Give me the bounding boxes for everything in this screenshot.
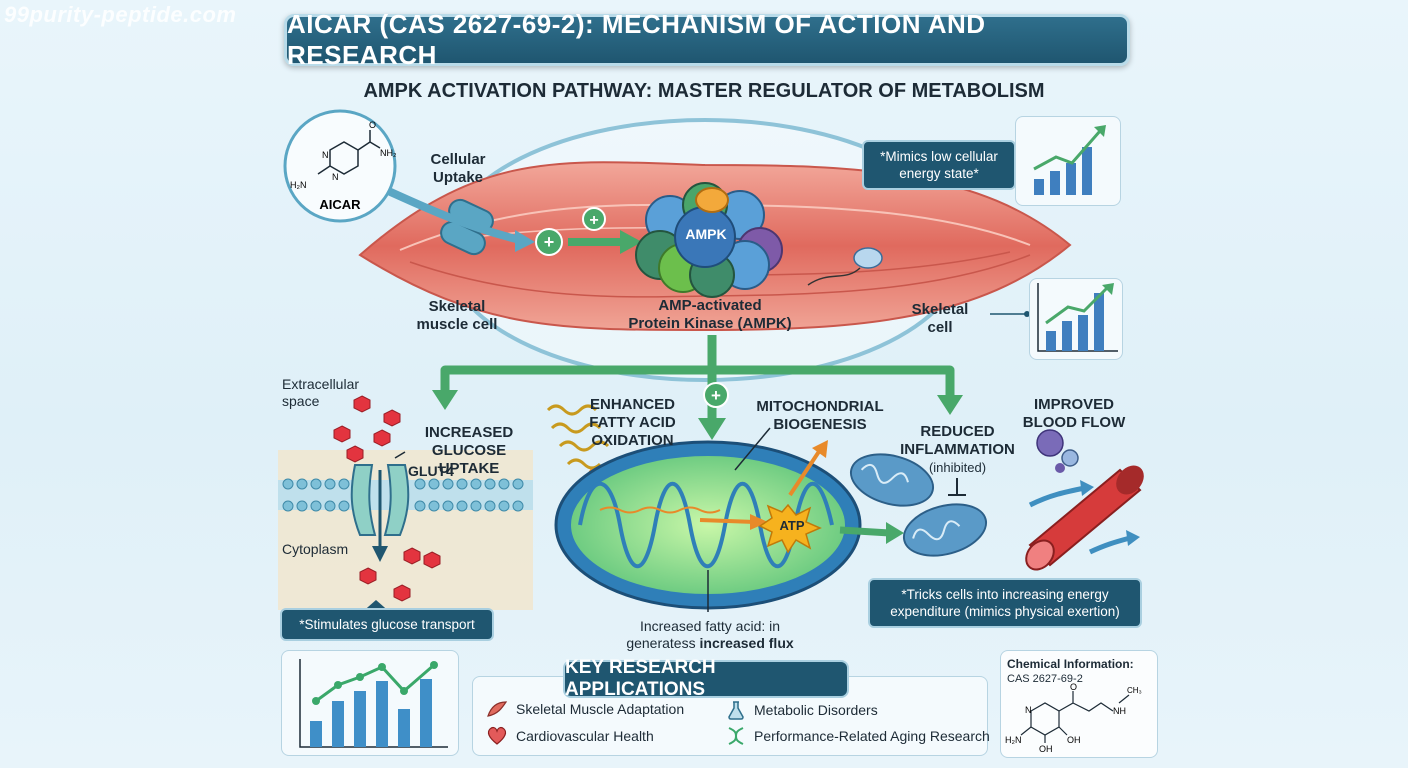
cytoplasm-label: Cytoplasm (282, 541, 349, 557)
chem-info-title: Chemical Information: (1007, 657, 1134, 671)
chem-cas: CAS 2627-69-2 (1007, 673, 1083, 685)
chem-structure: O NH CH₃ N OH OH H₂N (1005, 682, 1142, 754)
aicar-nh2-right: NH₂ (380, 148, 397, 158)
svg-text:O: O (1070, 682, 1077, 692)
small-mitochondria (849, 453, 988, 557)
flask-icon (728, 701, 744, 720)
bottom-bar-chart-icon (281, 650, 459, 756)
svg-text:+: + (711, 386, 721, 405)
fatty-acids (546, 404, 610, 470)
aicar-label: AICAR (319, 197, 361, 212)
chemical-info-panel: Chemical Information: CAS 2627-69-2 O NH… (1000, 650, 1158, 758)
app-item-aging: Performance-Related Aging Research (726, 726, 990, 746)
aicar-molecule: O NH₂ H₂N N N AICAR (283, 109, 397, 223)
aicar-o-label: O (369, 120, 376, 130)
diagram-subtitle: AMPK ACTIVATION PATHWAY: MASTER REGULATO… (363, 80, 1045, 102)
ampk-complex (635, 182, 783, 298)
watermark: 99purity-peptide.com (4, 2, 237, 27)
atp-burst (758, 503, 822, 554)
aicar-n1: N (322, 150, 329, 160)
svg-text:OH: OH (1067, 735, 1081, 745)
mito-caption: Increased fatty acid: in generatess incr… (626, 618, 794, 651)
muscle-icon (487, 701, 508, 717)
app-item-metabolic: Metabolic Disorders (726, 700, 878, 720)
trend-chart-icon-top (1015, 116, 1121, 206)
svg-text:+: + (589, 212, 598, 229)
app-item-skeletal: Skeletal Muscle Adaptation (486, 700, 684, 718)
atp-label: ATP (779, 518, 805, 533)
glucose-molecules (333, 395, 441, 602)
svg-text:N: N (1025, 705, 1032, 715)
svg-text:OH: OH (1039, 744, 1053, 754)
page-title: AICAR (CAS 2627-69-2): MECHANISM OF ACTI… (284, 9, 1130, 70)
trend-chart-icon-mid (1029, 278, 1123, 360)
app-item-cardio: Cardiovascular Health (486, 726, 654, 746)
svg-text:NH: NH (1113, 706, 1126, 716)
svg-text:H₂N: H₂N (1005, 735, 1022, 745)
aicar-n2: N (332, 172, 339, 182)
aicar-nh2-left: H₂N (290, 180, 307, 190)
heart-icon (487, 726, 507, 745)
glut4-transporter (350, 464, 410, 536)
mitochondrion (554, 440, 862, 610)
svg-text:CH₃: CH₃ (1127, 686, 1142, 695)
ampk-core-label: AMPK (685, 226, 727, 242)
glut4-label: GLUT4 (408, 463, 454, 479)
svg-text:+: + (544, 232, 555, 252)
research-applications-title: KEY RESEARCH APPLICATIONS (563, 657, 849, 700)
lipid-bilayer (278, 478, 533, 512)
callout-glucose: *Stimulates glucose transport (280, 608, 494, 641)
dna-icon (728, 727, 744, 745)
blood-vessel (1025, 429, 1144, 571)
